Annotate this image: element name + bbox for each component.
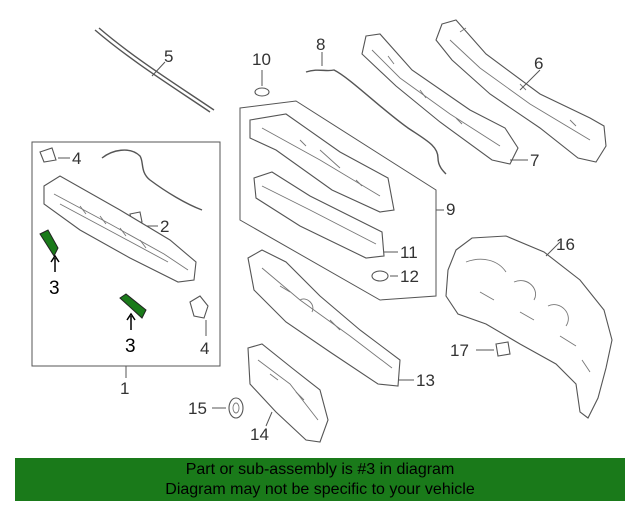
callout-16: 16 bbox=[556, 235, 575, 254]
callout-11: 11 bbox=[400, 243, 418, 262]
cowl-top-grille bbox=[43, 175, 197, 283]
part-12-grommet bbox=[371, 270, 398, 282]
part-6-panel bbox=[435, 19, 607, 163]
part-13-dash-panel bbox=[247, 249, 414, 387]
part-7-reinforcement bbox=[361, 33, 528, 165]
callout-3-left: 3 bbox=[49, 278, 60, 299]
group-9-frame bbox=[239, 100, 444, 301]
callout-2: 2 bbox=[160, 217, 169, 236]
callout-5: 5 bbox=[164, 47, 173, 66]
part-9-upper-cowl bbox=[249, 113, 395, 213]
callout-14: 14 bbox=[250, 425, 269, 444]
callout-4-lower: 4 bbox=[200, 339, 209, 358]
info-banner: Part or sub-assembly is #3 in diagram Di… bbox=[15, 458, 625, 501]
part-5-weatherstrip bbox=[94, 27, 215, 113]
banner-line-1: Part or sub-assembly is #3 in diagram bbox=[185, 461, 455, 478]
callout-9: 9 bbox=[446, 200, 455, 219]
part-3-cover-left bbox=[39, 229, 60, 272]
washer-hose bbox=[101, 149, 203, 211]
callout-17: 17 bbox=[450, 341, 469, 360]
parts-diagram: 5 10 8 7 6 9 11 bbox=[31, 19, 613, 444]
part-4-bracket-upper bbox=[39, 147, 70, 163]
part-16-insulator bbox=[445, 235, 613, 419]
part-15-grommet bbox=[212, 397, 244, 419]
callout-1: 1 bbox=[120, 379, 129, 398]
part-3-cover-right bbox=[119, 293, 147, 330]
callout-12: 12 bbox=[400, 267, 419, 286]
callout-6: 6 bbox=[534, 54, 543, 73]
part-17-clip bbox=[476, 341, 511, 357]
part-10-clip bbox=[254, 70, 270, 97]
part-14-dash-lower bbox=[247, 343, 329, 443]
callout-3-right: 3 bbox=[125, 336, 136, 357]
callout-4-upper: 4 bbox=[72, 149, 81, 168]
part-11-lower-cowl bbox=[253, 171, 398, 259]
callout-15: 15 bbox=[188, 399, 207, 418]
group-1-frame bbox=[31, 141, 221, 378]
callout-8: 8 bbox=[316, 35, 325, 54]
callout-10: 10 bbox=[252, 50, 271, 69]
callout-13: 13 bbox=[416, 371, 435, 390]
banner-line-2: Diagram may not be specific to your vehi… bbox=[165, 481, 475, 498]
callout-7: 7 bbox=[530, 151, 539, 170]
part-8-hose bbox=[305, 52, 447, 175]
part-4-seal-lower bbox=[189, 295, 209, 336]
